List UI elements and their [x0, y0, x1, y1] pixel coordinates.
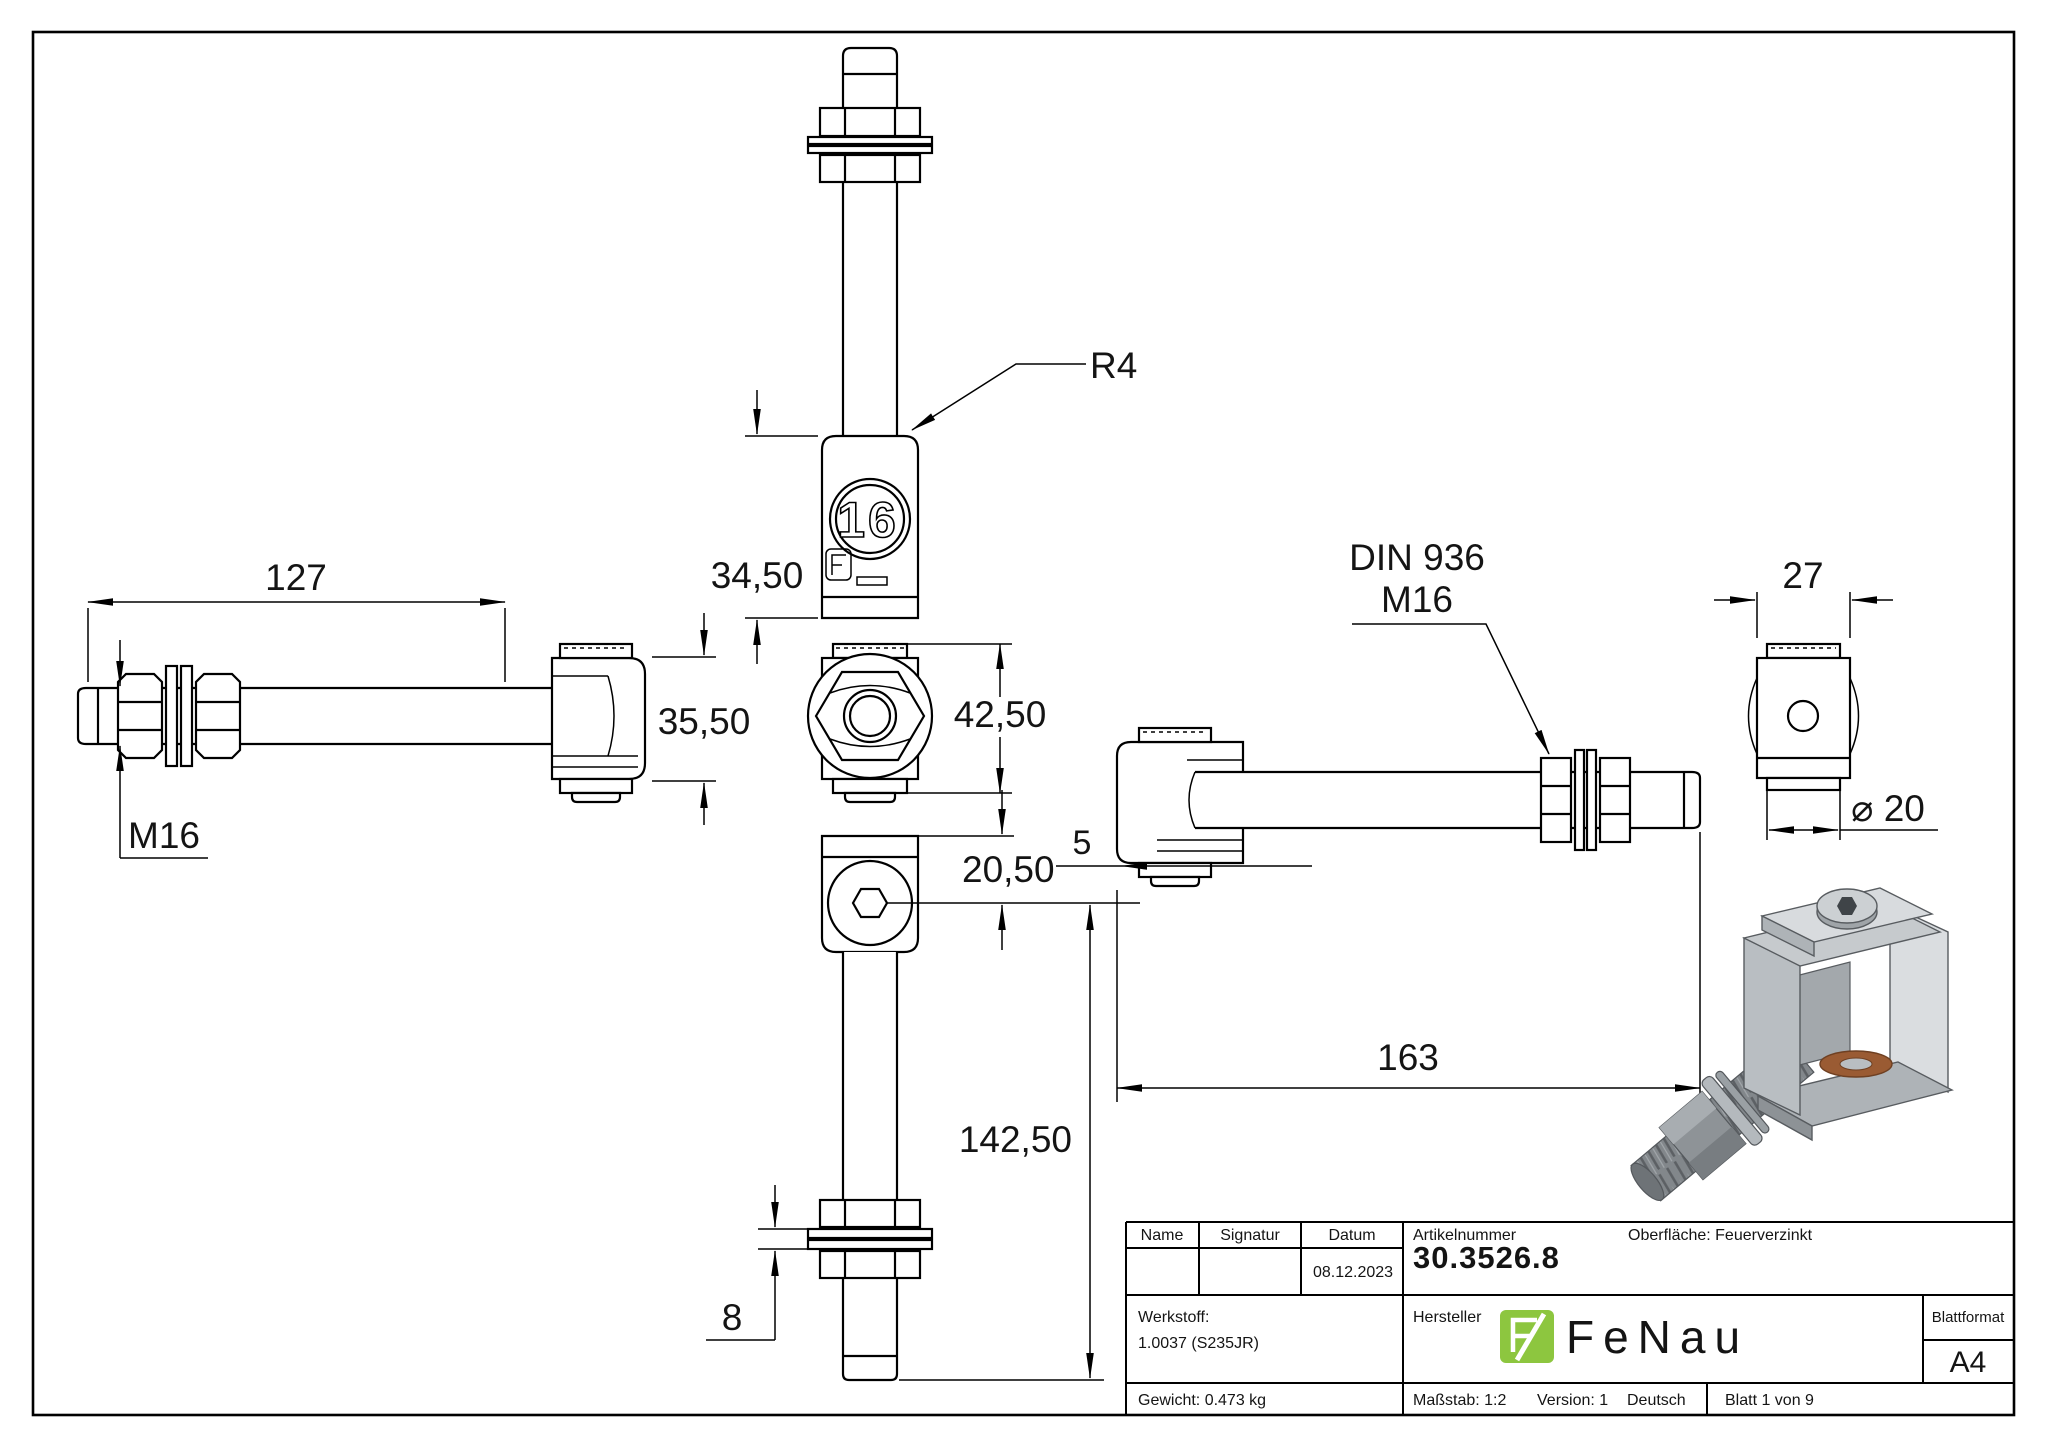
- title-block: Name Signatur Datum 08.12.2023 Artikelnu…: [1125, 1221, 2014, 1415]
- maker-stamp-icon: [825, 548, 852, 581]
- din-leader: [1352, 623, 1550, 755]
- label-din-m16: M16: [1381, 579, 1453, 620]
- dim-163: 163: [1377, 1037, 1439, 1078]
- dim-8: 8: [722, 1297, 743, 1338]
- dim-27: 27: [1782, 555, 1823, 596]
- right-view: DIN 936 M16 163 5: [1056, 537, 1702, 1102]
- tb-blatt: Blatt 1 von 9: [1725, 1392, 1814, 1409]
- tb-artikelnummer-value: 30.3526.8: [1413, 1240, 1560, 1275]
- dim-127: 127: [265, 557, 327, 598]
- tb-datum-label: Datum: [1328, 1227, 1375, 1244]
- top-view: 16 R4 34,50: [711, 46, 1137, 664]
- dim-5: 5: [1073, 824, 1092, 862]
- fenau-wordmark: FeNau: [1566, 1311, 1749, 1363]
- hex-socket: [851, 887, 889, 919]
- tb-sprache: Deutsch: [1627, 1392, 1686, 1409]
- tb-oberflaeche: Oberfläche: Feuerverzinkt: [1628, 1227, 1813, 1244]
- dim-20-50: 20,50: [962, 849, 1055, 890]
- dim-dia-20: ⌀ 20: [1851, 788, 1925, 829]
- fenau-logo: FeNau: [1500, 1310, 1749, 1363]
- r4-leader: [911, 363, 1086, 431]
- dim-142-50: 142,50: [959, 1119, 1072, 1160]
- dim-m16: M16: [128, 815, 200, 856]
- side-view: 27 ⌀ 20: [1714, 555, 1938, 840]
- hinge-block-top: [820, 434, 920, 620]
- dim-42-50: 42,50: [954, 694, 1047, 735]
- tb-werkstoff-label: Werkstoff:: [1138, 1309, 1209, 1326]
- label-din-936: DIN 936: [1349, 537, 1485, 578]
- iso-washer: [1701, 1075, 1763, 1146]
- left-view: 127 M16: [76, 557, 647, 859]
- tb-hersteller-label: Hersteller: [1413, 1309, 1482, 1326]
- tb-blattformat-label: Blattformat: [1932, 1309, 2005, 1326]
- iso-view: [1630, 887, 1954, 1202]
- dim-r4: R4: [1090, 345, 1137, 386]
- size-stamp-16: 16: [837, 492, 899, 548]
- hex-nut-front: [814, 670, 926, 762]
- dim-34-50: 34,50: [711, 555, 804, 596]
- bottom-view: 20,50 142,50 8: [706, 790, 1140, 1382]
- dim-35-50: 35,50: [658, 701, 751, 742]
- tb-datum-value: 08.12.2023: [1313, 1264, 1393, 1281]
- tb-gewicht: Gewicht: 0.473 kg: [1138, 1392, 1266, 1409]
- tb-massstab: Maßstab: 1:2: [1413, 1392, 1506, 1409]
- front-view: 42,50 35,50: [652, 613, 1046, 825]
- tb-blattformat-value: A4: [1950, 1346, 1987, 1379]
- iso-bracket: [1741, 887, 1954, 1142]
- tb-signatur-label: Signatur: [1220, 1227, 1280, 1244]
- tb-werkstoff-value: 1.0037 (S235JR): [1138, 1335, 1259, 1352]
- tb-version: Version: 1: [1537, 1392, 1608, 1409]
- tb-name-label: Name: [1141, 1227, 1184, 1244]
- tb-artikelnummer-label: Artikelnummer: [1413, 1227, 1517, 1244]
